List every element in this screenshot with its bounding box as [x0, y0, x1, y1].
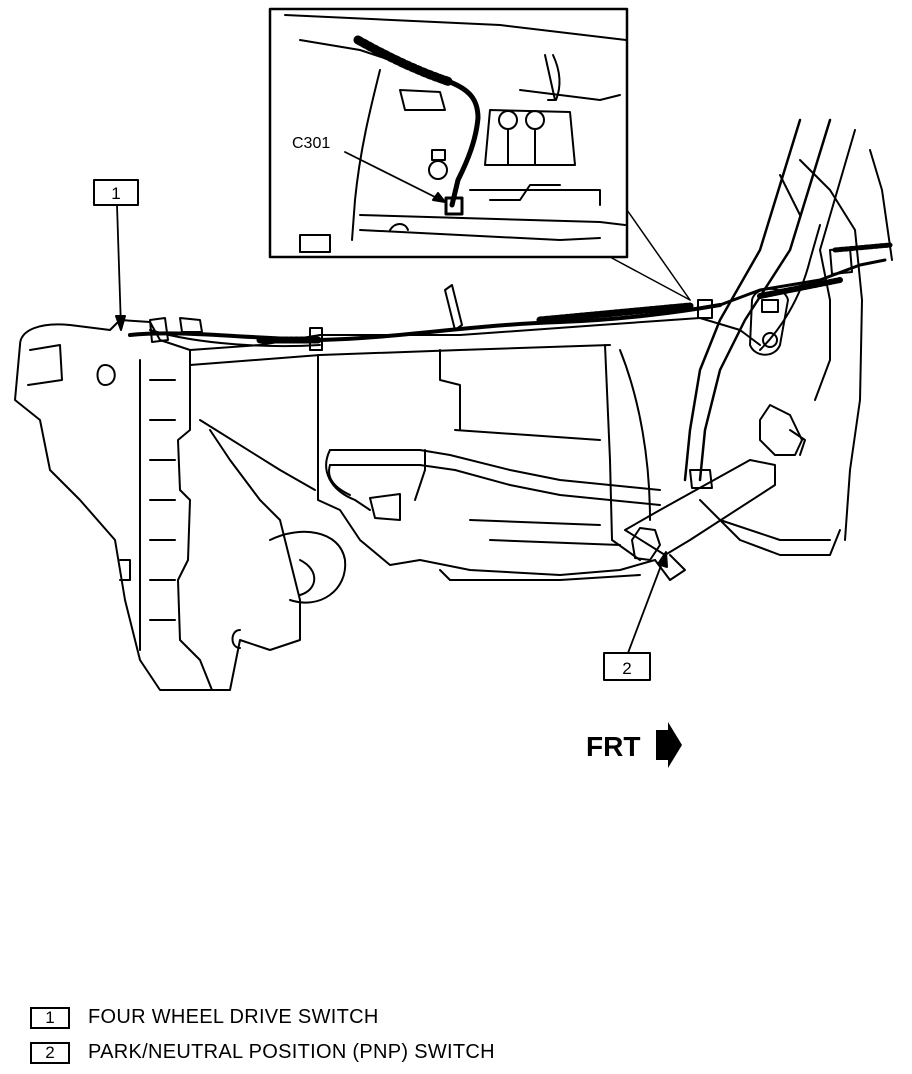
callout-2-leader [627, 554, 666, 654]
legend-item: 1 FOUR WHEEL DRIVE SWITCH [30, 1000, 495, 1035]
callout-2-number: 2 [622, 659, 631, 678]
callout-2 [603, 551, 668, 681]
callout-2-box [603, 652, 651, 681]
legend: 1 FOUR WHEEL DRIVE SWITCH 2 PARK/NEUTRAL… [30, 1000, 495, 1070]
callout-1-leader [116, 204, 122, 329]
c301-leader [344, 151, 446, 203]
legend-item: 2 PARK/NEUTRAL POSITION (PNP) SWITCH [30, 1035, 495, 1070]
callout-1 [93, 179, 139, 331]
inset-frame [268, 7, 629, 259]
connector-label: C301 [292, 135, 330, 152]
inset-detail-view [268, 7, 691, 301]
legend-number-box: 1 [30, 1006, 70, 1029]
callout-1-box [93, 179, 139, 206]
legend-text: FOUR WHEEL DRIVE SWITCH [88, 1006, 379, 1028]
front-arrow-icon [656, 722, 682, 768]
legend-text: PARK/NEUTRAL POSITION (PNP) SWITCH [88, 1041, 495, 1063]
direction-label: FRT [586, 731, 640, 762]
transmission-assembly [14, 118, 893, 691]
callout-1-number: 1 [111, 184, 120, 203]
legend-number-box: 2 [30, 1041, 70, 1064]
